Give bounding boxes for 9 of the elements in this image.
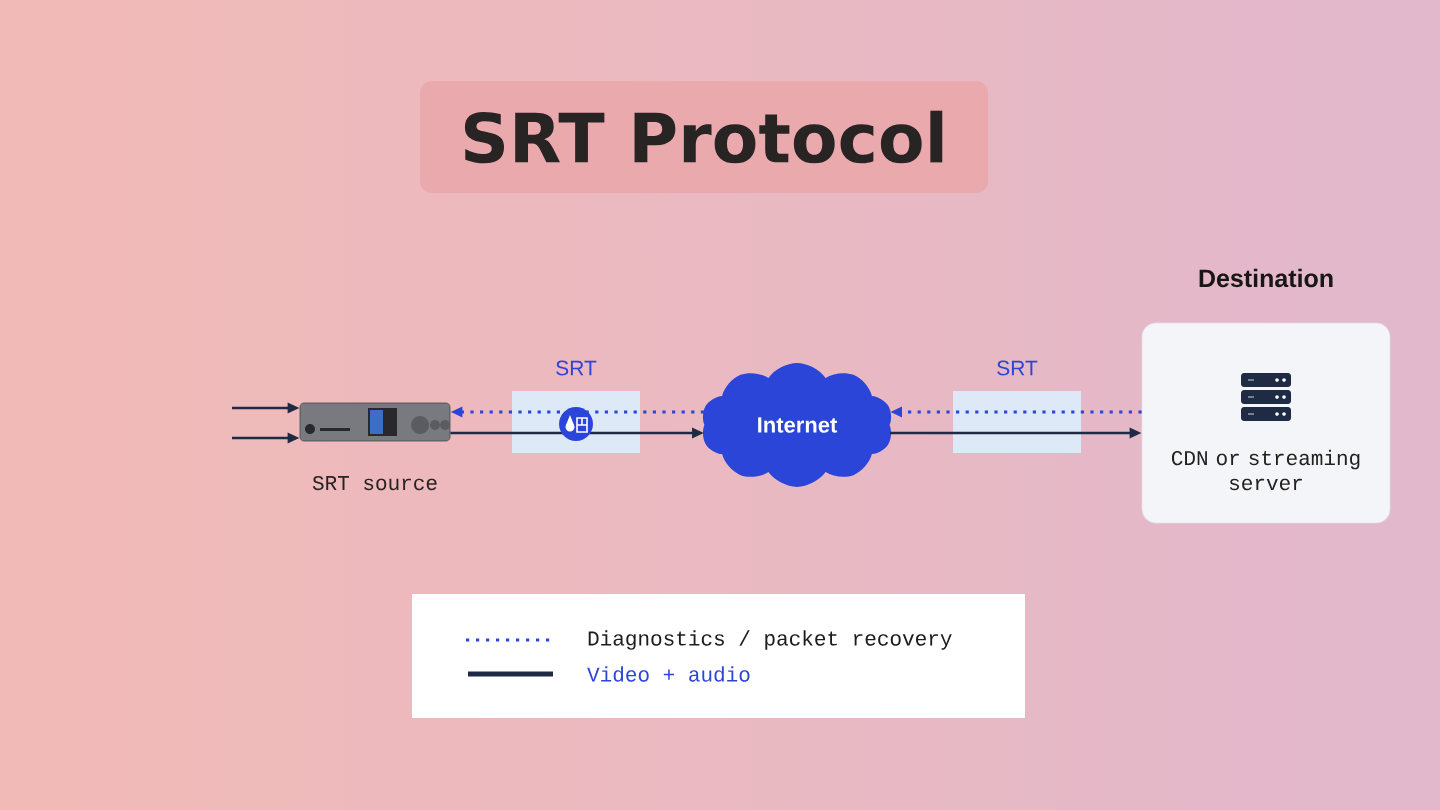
protocol-band: SRT [953, 360, 1081, 453]
legend-text: Diagnostics / packet recovery [588, 630, 952, 650]
device-caption: SRT source [312, 475, 437, 491]
server-label: CDN or streaming server [1171, 449, 1360, 491]
heading: Destination [1199, 268, 1333, 288]
legend-text: Video + audio [587, 666, 750, 682]
protocol-band: SRT [512, 360, 640, 453]
internet-cloud: Internet [702, 363, 892, 487]
title-banner: SRT Protocol [420, 81, 988, 193]
